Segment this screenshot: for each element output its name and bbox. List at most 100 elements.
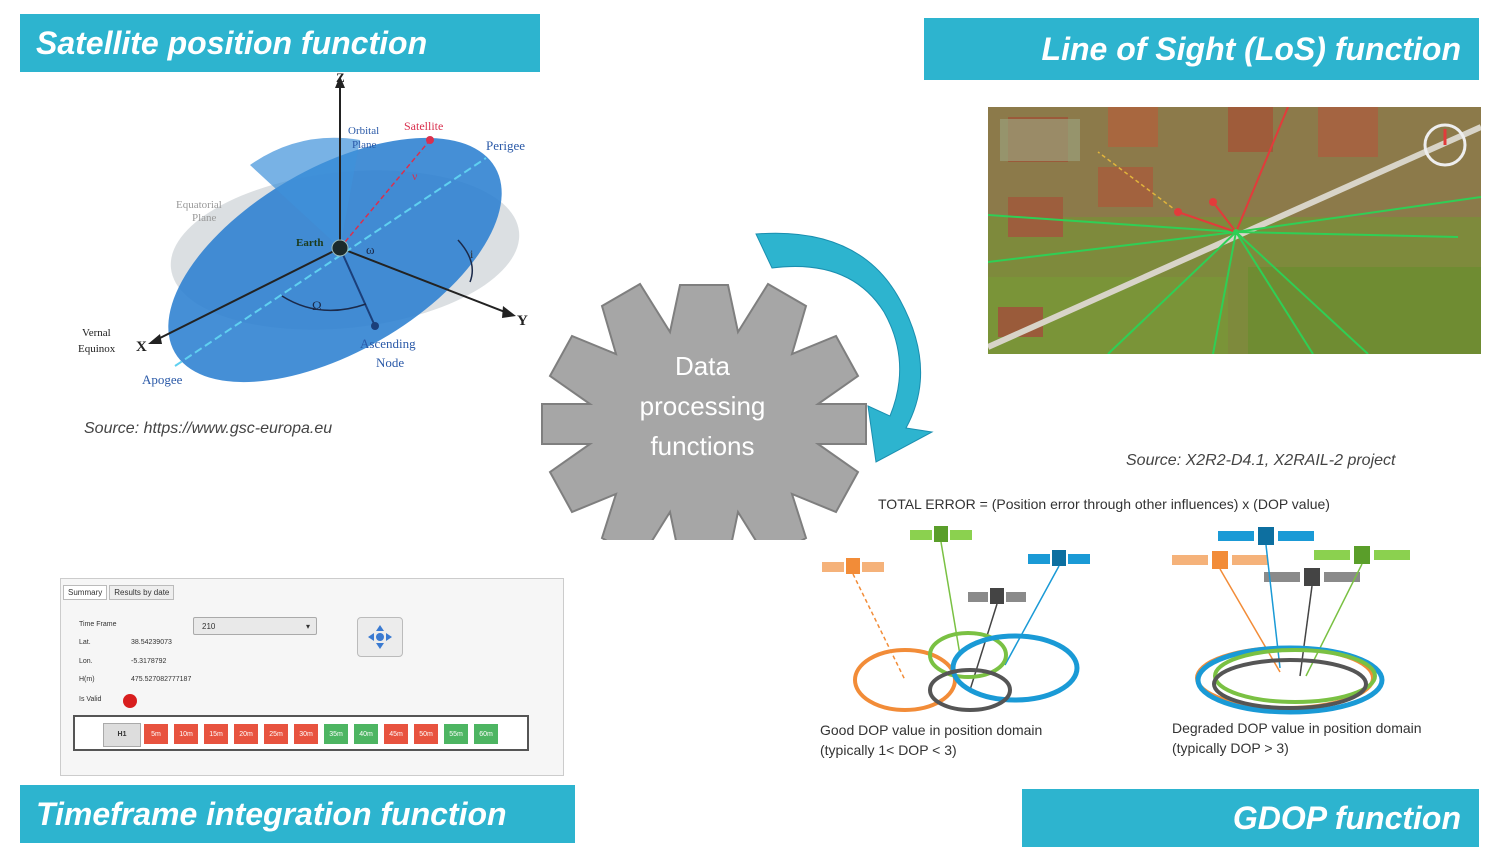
orbital-plane <box>168 137 502 383</box>
valid-status-icon <box>123 694 137 708</box>
lon-label: Lon. <box>79 658 93 665</box>
move-button[interactable] <box>357 617 403 657</box>
inclination-label: i <box>470 247 474 261</box>
los-map <box>988 107 1481 354</box>
timeframe-title: Timeframe integration function <box>36 796 507 832</box>
good-dop-caption-line-2: (typically 1< DOP < 3) <box>820 742 957 758</box>
tab-results-by-date[interactable]: Results by date <box>109 585 175 600</box>
tab-summary[interactable]: Summary <box>63 585 108 600</box>
move-arrows-icon <box>368 625 392 649</box>
gear-label-line-1: Data <box>675 351 730 381</box>
gear-label: Data processing functions <box>600 346 805 466</box>
vernal-equinox-label-2: Equinox <box>78 343 116 355</box>
x-label: X <box>136 339 147 355</box>
y-axis <box>339 247 511 315</box>
good-satellite-orange <box>822 558 884 574</box>
height-value: 475.527082777187 <box>131 676 192 683</box>
panel-tabs: Summary Results by date <box>63 585 176 600</box>
degraded-line-orange <box>1219 568 1281 673</box>
degraded-satellite-orange <box>1172 551 1268 569</box>
equatorial-plane-label-2: Plane <box>192 212 217 224</box>
node-line <box>339 247 376 327</box>
degraded-circle-blue <box>1195 645 1385 715</box>
degraded-satellite-green <box>1314 546 1410 564</box>
y-axis-arrow <box>502 306 516 318</box>
nu-label: ν <box>412 169 418 183</box>
minute-cell[interactable]: 60m <box>473 723 499 745</box>
los-ray-7 <box>1235 196 1481 233</box>
orbit-diagram: Z X Y Orbital Plane Satellite Perigee Eq… <box>78 70 528 387</box>
compass-icon <box>1423 123 1467 167</box>
source-x2r2: Source: X2R2-D4.1, X2RAIL-2 project <box>1126 452 1396 469</box>
minute-cell[interactable]: 45m <box>383 723 409 745</box>
process-arrow <box>755 232 934 463</box>
minute-cell[interactable]: 30m <box>293 723 319 745</box>
omega-small-label: ω <box>366 242 375 257</box>
good-satellite-green <box>910 526 972 542</box>
minute-cell[interactable]: 40m <box>353 723 379 745</box>
satellite-position-title: Satellite position function <box>36 25 428 61</box>
minute-cell[interactable]: 25m <box>263 723 289 745</box>
perigee-label: Perigee <box>486 138 525 153</box>
omega-big-label: Ω <box>312 298 322 313</box>
good-dop-caption-line-1: Good DOP value in position domain <box>820 722 1043 738</box>
satellite-point <box>426 136 434 144</box>
minute-cell[interactable]: 10m <box>173 723 199 745</box>
time-frame-select[interactable]: 210 ▾ <box>193 617 317 635</box>
minute-cell[interactable]: 5m <box>143 723 169 745</box>
los-banner: Line of Sight (LoS) function <box>924 18 1479 80</box>
los-ray-blocked-1 <box>1177 211 1237 233</box>
lon-row: Lon.-5.3178792 <box>79 658 166 665</box>
apogee-label: Apogee <box>142 372 183 387</box>
minute-cell[interactable]: 20m <box>233 723 259 745</box>
earth-label: Earth <box>296 237 324 249</box>
x-axis-arrow <box>148 334 162 344</box>
height-row: H(m) 475.527082777187 <box>79 676 191 683</box>
orbital-plane-shade <box>250 137 360 248</box>
receiver-marker <box>1233 229 1239 235</box>
los-ray-blocked-2 <box>1212 201 1237 233</box>
los-ray-1 <box>988 231 1237 263</box>
earth-icon <box>331 239 349 257</box>
lat-label: Lat. <box>79 639 91 646</box>
degraded-line-green <box>1305 563 1363 677</box>
minute-cell[interactable]: 50m <box>413 723 439 745</box>
map-building-2 <box>1108 107 1158 147</box>
los-ray-blocked-3 <box>1235 107 1289 233</box>
los-ray-2 <box>988 214 1237 233</box>
blocked-satellite-marker-1 <box>1174 208 1182 216</box>
ascending-node-point <box>371 322 379 330</box>
h1-button[interactable]: H1 <box>103 723 141 747</box>
minute-cell[interactable]: 55m <box>443 723 469 745</box>
good-line-orange <box>852 573 906 681</box>
degraded-satellite-blue <box>1218 527 1314 545</box>
time-frame-label: Time Frame <box>79 621 117 628</box>
good-circle-green <box>928 631 1008 679</box>
orbital-plane-label-1: Orbital <box>348 125 379 137</box>
height-label: H(m) <box>79 676 95 683</box>
los-ray-8 <box>1235 231 1369 354</box>
good-satellite-blue <box>1028 550 1090 566</box>
degraded-circle-gray <box>1212 658 1368 710</box>
valid-row: Is Valid <box>79 696 101 703</box>
degraded-circle-green <box>1213 648 1377 704</box>
equatorial-plane-label-1: Equatorial <box>176 199 222 211</box>
lat-value: 38.54239073 <box>131 639 172 646</box>
orbital-plane-label-2: Plane <box>352 139 377 151</box>
map-building-4 <box>1318 107 1378 157</box>
time-frame-value: 210 <box>202 622 216 631</box>
map-overview-inset <box>1000 119 1080 161</box>
minute-cell[interactable]: 15m <box>203 723 229 745</box>
los-title: Line of Sight (LoS) function <box>1041 31 1461 67</box>
inclination-arc <box>457 239 473 283</box>
good-circle-gray <box>928 668 1012 712</box>
z-axis-arrow <box>335 76 345 88</box>
lat-row: Lat. 38.54239073 <box>79 639 172 646</box>
chevron-down-icon: ▾ <box>305 622 310 631</box>
los-ray-5 <box>1235 231 1314 354</box>
minute-cell[interactable]: 35m <box>323 723 349 745</box>
good-dop-caption: Good DOP value in position domain (typic… <box>820 720 1042 760</box>
gdop-diagram <box>822 526 1410 715</box>
gear-label-line-3: functions <box>650 431 755 461</box>
